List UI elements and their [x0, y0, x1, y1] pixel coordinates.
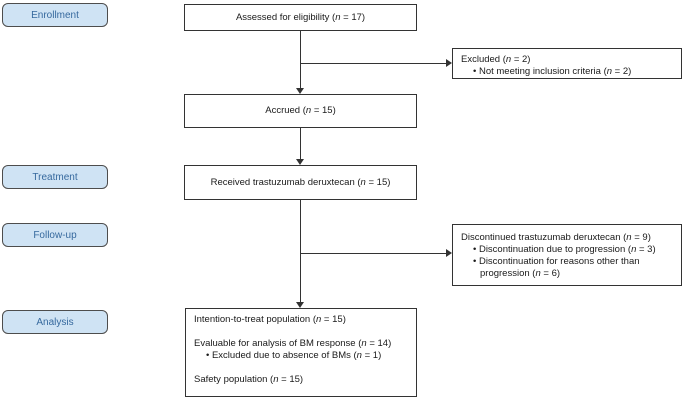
- box-assessed-for-eligibility: Assessed for eligibility (n = 17): [184, 4, 417, 31]
- box-text: Accrued (n = 15): [265, 105, 336, 116]
- arrowhead-right-icon: [446, 249, 452, 257]
- box-analysis-populations: Intention-to-treat population (n = 15) E…: [185, 308, 417, 397]
- connector-branch-excluded: [300, 63, 446, 64]
- arrowhead-down-icon: [296, 302, 304, 308]
- connector-branch-discontinued: [300, 253, 446, 254]
- spacer: [194, 362, 410, 374]
- arrowhead-right-icon: [446, 59, 452, 67]
- connector-accrued-received: [300, 128, 301, 159]
- arrowhead-down-icon: [296, 159, 304, 165]
- discontinued-title: Discontinued trastuzumab deruxtecan (n =…: [461, 232, 651, 243]
- box-text: Assessed for eligibility (n = 17): [235, 11, 366, 23]
- stage-label-treatment: Treatment: [2, 165, 108, 189]
- connector-assessed-accrued: [300, 30, 301, 88]
- box-received-treatment: Received trastuzumab deruxtecan (n = 15): [184, 165, 417, 200]
- box-text: Received trastuzumab deruxtecan (n = 15): [210, 176, 391, 188]
- analysis-excluded-bullet: • Excluded due to absence of BMs (n = 1): [206, 350, 382, 361]
- stage-label-enrollment: Enrollment: [2, 3, 108, 27]
- connector-received-analysis: [300, 200, 301, 302]
- analysis-itt-line: Intention-to-treat population (n = 15): [194, 314, 346, 325]
- box-excluded: Excluded (n = 2) • Not meeting inclusion…: [452, 48, 682, 79]
- stage-label-follow-up: Follow-up: [2, 223, 108, 247]
- analysis-evaluable-line: Evaluable for analysis of BM response (n…: [194, 338, 392, 349]
- discontinued-bullet-other: • Discontinuation for reasons other than…: [473, 256, 640, 279]
- excluded-bullet: • Not meeting inclusion criteria (n = 2): [473, 66, 632, 77]
- analysis-safety-line: Safety population (n = 15): [194, 374, 304, 385]
- stage-label-analysis: Analysis: [2, 310, 108, 334]
- discontinued-bullet-progression: • Discontinuation due to progression (n …: [473, 244, 656, 255]
- arrowhead-down-icon: [296, 88, 304, 94]
- spacer: [194, 326, 410, 338]
- excluded-title: Excluded (n = 2): [461, 54, 531, 65]
- box-discontinued: Discontinued trastuzumab deruxtecan (n =…: [452, 224, 682, 286]
- box-accrued: Accrued (n = 15): [184, 94, 417, 128]
